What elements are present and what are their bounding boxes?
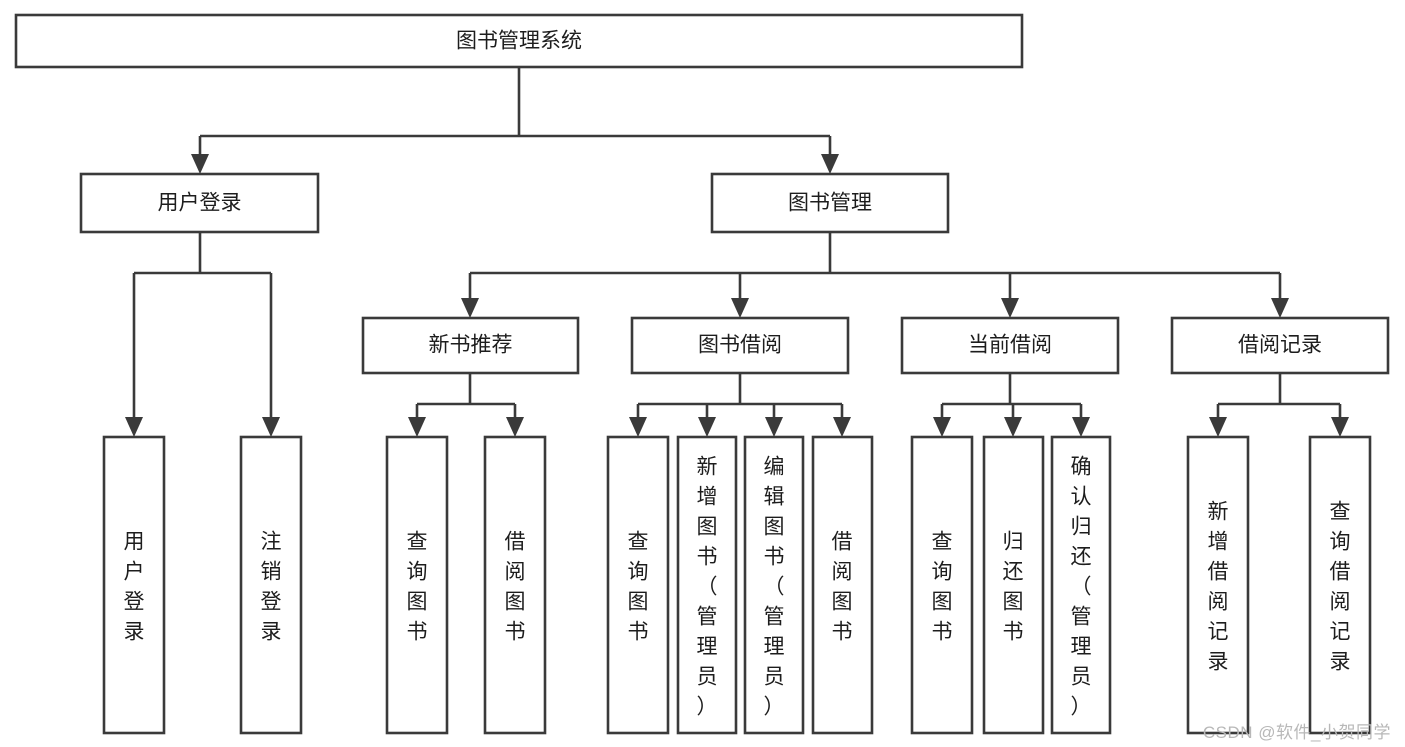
arrow-head-book-borrow — [731, 298, 749, 318]
node-leaf-query-book-1-box[interactable] — [385, 435, 449, 735]
node-book-management-label: 图书管理 — [788, 192, 872, 215]
node-leaf-borrow-book-1-label: 借阅图书 — [505, 530, 526, 643]
node-new-book-recommend-box[interactable] — [361, 316, 580, 375]
arrow-head-leaf-return-book — [1004, 417, 1022, 437]
node-leaf-logout-login-box[interactable] — [239, 435, 303, 735]
node-leaf-logout-login[interactable]: 注销登录 — [239, 435, 303, 735]
node-leaf-query-book-2[interactable]: 查询图书 — [606, 435, 670, 735]
arrow-head-user-login — [191, 154, 209, 174]
node-root-box[interactable] — [14, 13, 1024, 69]
arrow-head-current-borrow — [1001, 298, 1019, 318]
node-leaf-add-book-box[interactable] — [676, 435, 738, 735]
node-user-login-label: 用户登录 — [158, 192, 242, 215]
node-leaf-confirm-return-label: 确认归还（管理员） — [1071, 455, 1092, 718]
node-leaf-return-book-label: 归还图书 — [1003, 530, 1024, 643]
arrow-head-leaf-confirm-return — [1072, 417, 1090, 437]
arrow-head-borrow-record — [1271, 298, 1289, 318]
arrow-head-leaf-logout-login — [262, 417, 280, 437]
arrow-head-leaf-add-record — [1209, 417, 1227, 437]
node-leaf-borrow-book-2-label: 借阅图书 — [832, 530, 853, 643]
arrow-head-book-management — [821, 154, 839, 174]
node-leaf-confirm-return[interactable]: 确认归还（管理员） — [1050, 435, 1112, 735]
node-leaf-add-book-label: 新增图书（管理员） — [697, 455, 718, 718]
node-leaf-query-book-3[interactable]: 查询图书 — [910, 435, 974, 735]
node-leaf-user-login-label: 用户登录 — [124, 530, 145, 643]
node-user-login[interactable]: 用户登录 — [79, 172, 320, 234]
node-leaf-query-book-2-box[interactable] — [606, 435, 670, 735]
node-leaf-logout-login-label: 注销登录 — [261, 530, 282, 643]
node-current-borrow-label: 当前借阅 — [968, 334, 1052, 357]
node-new-book-recommend[interactable]: 新书推荐 — [361, 316, 580, 375]
node-leaf-add-record-box[interactable] — [1186, 435, 1250, 735]
node-leaf-edit-book[interactable]: 编辑图书（管理员） — [743, 435, 805, 735]
node-current-borrow-box[interactable] — [900, 316, 1120, 375]
arrow-head-leaf-user-login — [125, 417, 143, 437]
node-leaf-confirm-return-box[interactable] — [1050, 435, 1112, 735]
node-leaf-borrow-book-1-box[interactable] — [483, 435, 547, 735]
arrow-head-leaf-query-book-2 — [629, 417, 647, 437]
node-leaf-query-record[interactable]: 查询借阅记录 — [1308, 435, 1372, 735]
connector-layer — [125, 67, 1349, 437]
node-leaf-query-book-1-label: 查询图书 — [407, 530, 428, 643]
node-leaf-add-record-label: 新增借阅记录 — [1208, 500, 1229, 673]
node-book-borrow-label: 图书借阅 — [698, 334, 782, 357]
node-current-borrow[interactable]: 当前借阅 — [900, 316, 1120, 375]
node-leaf-edit-book-box[interactable] — [743, 435, 805, 735]
node-leaf-query-book-1[interactable]: 查询图书 — [385, 435, 449, 735]
node-root-label: 图书管理系统 — [456, 30, 582, 53]
arrow-head-leaf-query-book-1 — [408, 417, 426, 437]
node-leaf-query-record-label: 查询借阅记录 — [1330, 500, 1351, 673]
node-leaf-add-book[interactable]: 新增图书（管理员） — [676, 435, 738, 735]
node-borrow-record-label: 借阅记录 — [1238, 334, 1322, 357]
node-leaf-borrow-book-1[interactable]: 借阅图书 — [483, 435, 547, 735]
arrow-head-leaf-borrow-book-1 — [506, 417, 524, 437]
arrow-head-leaf-edit-book — [765, 417, 783, 437]
arrow-head-new-book-recommend — [461, 298, 479, 318]
node-leaf-borrow-book-2-box[interactable] — [811, 435, 874, 735]
node-leaf-add-record[interactable]: 新增借阅记录 — [1186, 435, 1250, 735]
leaf-node-layer: 用户登录 注销登录 查询图书 借阅图书 查询图书 新增图书（管理员） — [102, 435, 1372, 735]
node-root[interactable]: 图书管理系统 — [14, 13, 1024, 69]
arrow-head-leaf-add-book — [698, 417, 716, 437]
arrow-head-leaf-borrow-book-2 — [833, 417, 851, 437]
node-leaf-user-login-box[interactable] — [102, 435, 166, 735]
node-leaf-query-book-3-label: 查询图书 — [932, 530, 953, 643]
node-borrow-record[interactable]: 借阅记录 — [1170, 316, 1390, 375]
node-book-management[interactable]: 图书管理 — [710, 172, 950, 234]
node-book-borrow[interactable]: 图书借阅 — [630, 316, 850, 375]
arrow-head-leaf-query-book-3 — [933, 417, 951, 437]
node-borrow-record-box[interactable] — [1170, 316, 1390, 375]
node-user-login-box[interactable] — [79, 172, 320, 234]
arrow-head-leaf-query-record — [1331, 417, 1349, 437]
node-leaf-borrow-book-2[interactable]: 借阅图书 — [811, 435, 874, 735]
node-leaf-return-book[interactable]: 归还图书 — [982, 435, 1045, 735]
node-leaf-edit-book-label: 编辑图书（管理员） — [764, 455, 785, 718]
node-book-management-box[interactable] — [710, 172, 950, 234]
node-leaf-query-book-2-label: 查询图书 — [628, 530, 649, 643]
node-leaf-user-login[interactable]: 用户登录 — [102, 435, 166, 735]
node-new-book-recommend-label: 新书推荐 — [429, 334, 513, 357]
node-leaf-query-record-box[interactable] — [1308, 435, 1372, 735]
node-leaf-return-book-box[interactable] — [982, 435, 1045, 735]
node-leaf-query-book-3-box[interactable] — [910, 435, 974, 735]
node-book-borrow-box[interactable] — [630, 316, 850, 375]
